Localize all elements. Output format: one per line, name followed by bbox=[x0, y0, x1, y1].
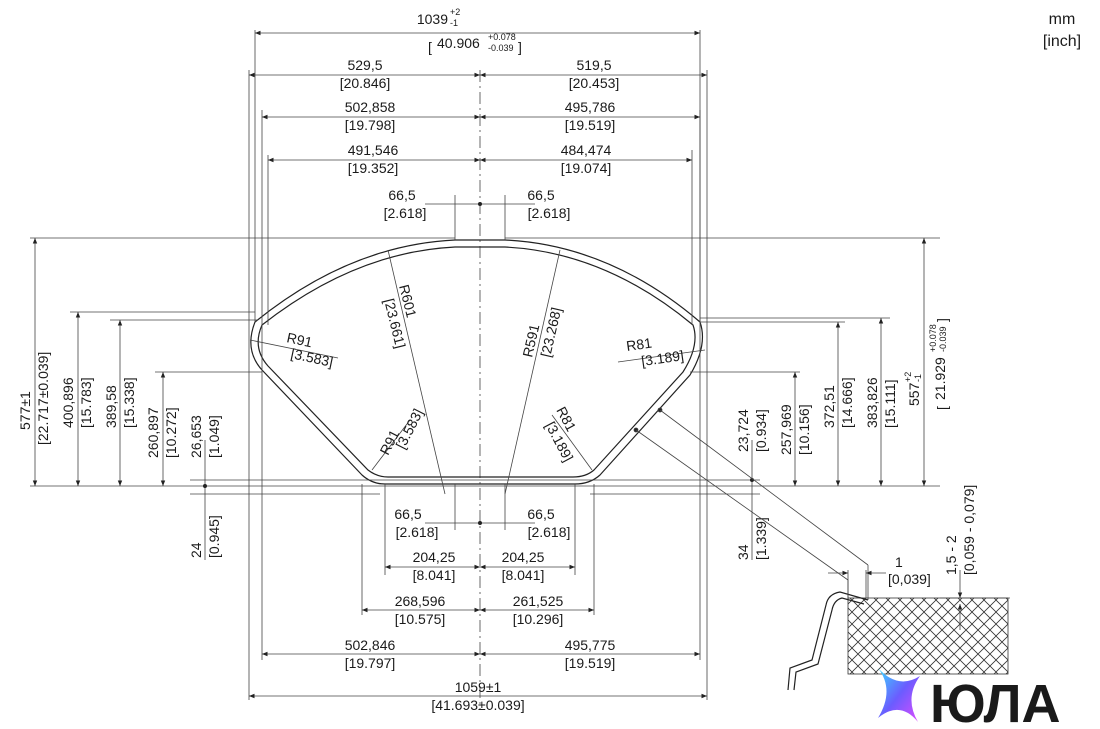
dim-66-top-right-mm: 66,5 bbox=[527, 187, 554, 203]
dim-1059-mm: 1059±1 bbox=[455, 679, 502, 695]
dim-204-left-mm: 204,25 bbox=[413, 549, 456, 565]
dim-502-846-mm: 502,846 bbox=[345, 637, 396, 653]
dim-1059-inch: [41.693±0.039] bbox=[431, 697, 524, 713]
radius-r91-top-inch: [3.583] bbox=[289, 345, 334, 370]
dim-502-846-inch: [19.797] bbox=[345, 655, 396, 671]
dim-204-left-inch: [8.041] bbox=[413, 567, 456, 583]
radius-r81-top-inch: [3.189] bbox=[640, 347, 685, 369]
watermark-text: ЮЛА bbox=[930, 674, 1061, 729]
dim-519-inch: [20.453] bbox=[569, 75, 620, 91]
height-400-inch: [15.783] bbox=[78, 377, 94, 428]
top-dimension-lines bbox=[249, 30, 707, 206]
height-24-inch: [0.945] bbox=[206, 515, 222, 558]
height-557-bracket-open: [ bbox=[934, 406, 950, 410]
height-260-inch: [10.272] bbox=[163, 407, 179, 458]
logo-mark-icon bbox=[878, 668, 920, 722]
dim-261-mm: 261,525 bbox=[513, 593, 564, 609]
dim-502-858-inch: [19.798] bbox=[345, 117, 396, 133]
height-557-tol-minus: -1 bbox=[913, 374, 923, 382]
dim-529-mm: 529,5 bbox=[347, 57, 382, 73]
height-26-inch: [1.049] bbox=[206, 415, 222, 458]
dim-495-786-mm: 495,786 bbox=[565, 99, 616, 115]
height-34-inch: [1.339] bbox=[753, 517, 769, 560]
height-389-mm: 389,58 bbox=[103, 385, 119, 428]
height-557-bracket-close: ] bbox=[934, 318, 950, 322]
dim-66-bottom-right-inch: [2.618] bbox=[528, 524, 571, 540]
bottom-dimension-lines bbox=[249, 521, 707, 699]
height-557-inch-tol-minus: -0.039 bbox=[938, 326, 948, 352]
dim-66-top-right-inch: [2.618] bbox=[528, 205, 571, 221]
left-height-lines bbox=[32, 238, 207, 560]
radius-r81-top: R81 bbox=[625, 335, 653, 354]
radius-leaders bbox=[249, 249, 706, 495]
height-26-mm: 26,653 bbox=[188, 415, 204, 458]
detail-edge-inch: [0,059 - 0,079] bbox=[961, 485, 977, 575]
height-24-mm: 24 bbox=[188, 542, 204, 558]
height-23-inch: [0.934] bbox=[753, 409, 769, 452]
overall-width-tol-plus: +2 bbox=[450, 7, 460, 17]
dim-261-inch: [10.296] bbox=[513, 611, 564, 627]
radius-r91-top: R91 bbox=[285, 329, 314, 350]
dim-204-right-mm: 204,25 bbox=[502, 549, 545, 565]
height-577-inch: [22.717±0.039] bbox=[35, 352, 51, 445]
dim-66-bottom-left-mm: 66,5 bbox=[394, 506, 421, 522]
detail-edge-mm: 1,5 - 2 bbox=[943, 535, 959, 575]
height-557-inch: 21.929 bbox=[932, 357, 948, 400]
dim-495-786-inch: [19.519] bbox=[565, 117, 616, 133]
dim-495-775-inch: [19.519] bbox=[565, 655, 616, 671]
detail-gap-mm: 1 bbox=[895, 554, 903, 570]
detail-gap-inch: [0,039] bbox=[888, 571, 931, 587]
watermark-logo: ЮЛА bbox=[878, 668, 1061, 729]
height-557-mm: 557 bbox=[906, 382, 922, 406]
radius-r591: R591 bbox=[519, 322, 542, 358]
height-372-inch: [14.666] bbox=[839, 377, 855, 428]
overall-width-mm: 1039 bbox=[417, 11, 448, 27]
overall-width-inch-tol-plus: +0.078 bbox=[488, 32, 516, 42]
overall-width-tol-minus: -1 bbox=[450, 18, 458, 28]
dim-495-775-mm: 495,775 bbox=[565, 637, 616, 653]
dim-268-mm: 268,596 bbox=[395, 593, 446, 609]
overall-width-inch: 40.906 bbox=[437, 35, 480, 51]
height-389-inch: [15.338] bbox=[121, 377, 137, 428]
height-557-inch-tol-plus: +0.078 bbox=[928, 324, 938, 352]
dim-529-inch: [20.846] bbox=[340, 75, 391, 91]
overall-width-inch-tol-minus: -0.039 bbox=[488, 43, 514, 53]
extension-lines bbox=[248, 30, 708, 700]
dim-502-858-mm: 502,858 bbox=[345, 99, 396, 115]
dim-66-top-left-inch: [2.618] bbox=[384, 205, 427, 221]
height-372-mm: 372,51 bbox=[821, 385, 837, 428]
tray-outline bbox=[250, 239, 703, 485]
overall-width-bracket-open: [ bbox=[428, 39, 432, 55]
height-383-mm: 383,826 bbox=[864, 377, 880, 428]
height-557-tol-plus: +2 bbox=[903, 372, 913, 382]
dim-204-right-inch: [8.041] bbox=[502, 567, 545, 583]
overall-width-bracket-close: ] bbox=[518, 39, 522, 55]
unit-inch: [inch] bbox=[1043, 33, 1081, 50]
radius-r91-bottom-inch: [3.583] bbox=[392, 406, 426, 451]
dim-66-bottom-left-inch: [2.618] bbox=[396, 524, 439, 540]
height-383-inch: [15.111] bbox=[882, 379, 898, 428]
height-400-mm: 400,896 bbox=[60, 377, 76, 428]
dim-66-top-left-mm: 66,5 bbox=[388, 187, 415, 203]
height-257-mm: 257,969 bbox=[778, 404, 794, 455]
height-23-mm: 23,724 bbox=[735, 409, 751, 452]
height-34-mm: 34 bbox=[735, 544, 751, 560]
dim-491-inch: [19.352] bbox=[348, 160, 399, 176]
dim-66-bottom-right-mm: 66,5 bbox=[527, 506, 554, 522]
horizontal-extension-lines bbox=[30, 237, 940, 495]
dim-268-inch: [10.575] bbox=[395, 611, 446, 627]
radius-r601: R601 bbox=[396, 283, 420, 320]
height-257-inch: [10.156] bbox=[796, 404, 812, 455]
height-577-mm: 577±1 bbox=[17, 391, 33, 430]
height-260-mm: 260,897 bbox=[145, 407, 161, 458]
right-height-lines bbox=[750, 238, 927, 560]
dim-484-inch: [19.074] bbox=[561, 160, 612, 176]
dim-491-mm: 491,546 bbox=[348, 142, 399, 158]
unit-mm: mm bbox=[1049, 11, 1076, 28]
dim-519-mm: 519,5 bbox=[576, 57, 611, 73]
detail-leader bbox=[633, 407, 869, 600]
detail-section bbox=[787, 570, 1010, 691]
dim-484-mm: 484,474 bbox=[561, 142, 612, 158]
